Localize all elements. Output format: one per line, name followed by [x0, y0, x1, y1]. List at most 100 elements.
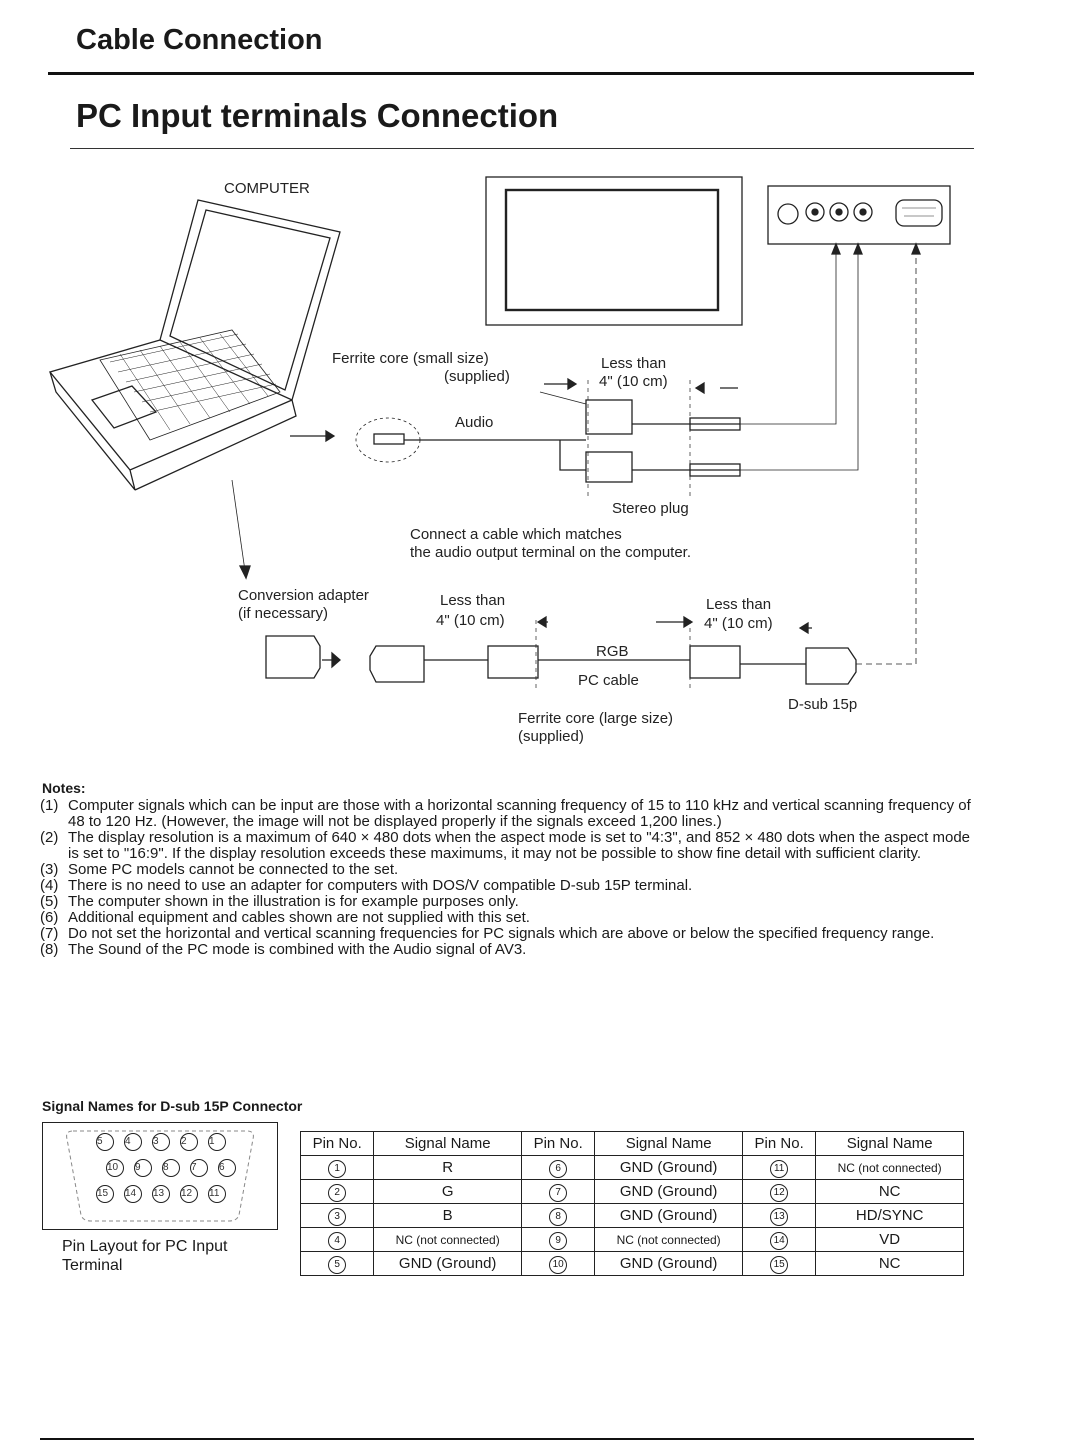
page-title: PC Input terminals Connection: [76, 97, 559, 134]
signal-name: NC: [815, 1251, 964, 1276]
note-text: Computer signals which can be input are …: [68, 797, 971, 830]
note-number: (3): [40, 861, 59, 878]
pin-number: 1: [328, 1159, 347, 1178]
signal-name: GND (Ground): [594, 1251, 743, 1276]
notes-title: Notes:: [42, 780, 86, 796]
pin-label: 11: [208, 1185, 226, 1203]
column-header: Signal Name: [815, 1131, 964, 1156]
adapter-note-label: (if necessary): [238, 605, 329, 622]
pin-number: 11: [770, 1159, 789, 1178]
note-item: (5) The computer shown in the illustratio…: [40, 894, 980, 910]
signal-name: GND (Ground): [594, 1203, 743, 1228]
less-than-label-left: Less than: [440, 592, 506, 609]
dsub-connector-icon: [66, 1130, 254, 1222]
signal-name: G: [373, 1179, 522, 1204]
adapter-label: Conversion adapter: [238, 587, 369, 604]
pin-number: 7: [549, 1183, 568, 1202]
pin-number: 14: [770, 1231, 789, 1250]
pin-number: 5: [328, 1255, 347, 1274]
signal-name: R: [373, 1155, 522, 1180]
terminal-panel: [767, 185, 951, 245]
note-text: The Sound of the PC mode is combined wit…: [68, 941, 527, 958]
ferrite-large-supplied-label: (supplied): [518, 728, 584, 745]
pin-layout-caption: Pin Layout for PC Input Terminal: [62, 1238, 228, 1274]
signal-name: HD/SYNC: [815, 1203, 964, 1228]
table-row: 4 NC (not connected) 9 NC (not connected…: [299, 1227, 964, 1252]
note-text: There is no need to use an adapter for c…: [68, 877, 693, 894]
signal-name: NC (not connected): [815, 1155, 964, 1180]
pin-number: 2: [328, 1183, 347, 1202]
dsub-label: D-sub 15p: [788, 696, 858, 713]
note-number: (1): [40, 797, 59, 814]
pin-label: 5: [96, 1133, 114, 1151]
table-row: 1 R 6 GND (Ground) 11 NC (not connected): [299, 1155, 964, 1180]
section-title: Cable Connection: [76, 24, 323, 56]
table-row: 5 GND (Ground) 10 GND (Ground) 15 NC: [299, 1251, 964, 1276]
pin-label: 15: [96, 1185, 114, 1203]
connect-note-line1: Connect a cable which matches: [410, 526, 622, 543]
note-number: (2): [40, 829, 59, 846]
note-item: (2) The display resolution is a maximum o…: [40, 830, 980, 862]
signal-name: B: [373, 1203, 522, 1228]
note-text: The display resolution is a maximum of 6…: [68, 829, 971, 862]
pin-label: 13: [152, 1185, 170, 1203]
table-row: 3 B 8 GND (Ground) 13 HD/SYNC: [299, 1203, 964, 1228]
pin-label: 4: [124, 1133, 142, 1151]
column-header: Signal Name: [373, 1131, 522, 1156]
signal-name: NC (not connected): [594, 1227, 743, 1252]
notes-list: (1) Computer signals which can be input a…: [40, 798, 980, 958]
signal-name: NC: [815, 1179, 964, 1204]
signal-name: GND (Ground): [594, 1179, 743, 1204]
distance-label-left: 4" (10 cm): [436, 612, 505, 629]
column-header: Pin No.: [741, 1131, 817, 1156]
pin-layout-box: [42, 1122, 278, 1230]
signal-name: GND (Ground): [594, 1155, 743, 1180]
signal-name: VD: [815, 1227, 964, 1252]
pin-number: 13: [770, 1207, 789, 1226]
ferrite-small-supplied-label: (supplied): [444, 368, 510, 385]
less-than-label-right: Less than: [706, 596, 772, 613]
column-header: Pin No.: [520, 1131, 596, 1156]
pin-label: 1: [208, 1133, 226, 1151]
table-header-row: Pin No. Signal Name Pin No. Signal Name …: [299, 1131, 964, 1156]
note-number: (4): [40, 877, 59, 894]
rgb-label: RGB: [596, 643, 629, 660]
pin-label: 12: [180, 1185, 198, 1203]
note-text: The computer shown in the illustration i…: [68, 893, 519, 910]
note-number: (8): [40, 941, 59, 958]
note-number: (6): [40, 909, 59, 926]
subtitle-rule: [70, 148, 974, 149]
distance-label-audio: 4" (10 cm): [599, 373, 668, 390]
pin-number: 12: [770, 1183, 789, 1202]
table-row: 2 G 7 GND (Ground) 12 NC: [299, 1179, 964, 1204]
signal-name: NC (not connected): [373, 1227, 522, 1252]
pin-label: 2: [180, 1133, 198, 1151]
pin-label: 8: [162, 1159, 180, 1177]
pin-label: 3: [152, 1133, 170, 1151]
pin-number: 4: [328, 1231, 347, 1250]
pin-label: 14: [124, 1185, 142, 1203]
pin-number: 15: [770, 1255, 789, 1274]
pin-layout-grid: 5 4 3 2 1 10 9 8 7 6 15 14 13 12 11: [82, 1133, 262, 1203]
pin-number: 6: [549, 1159, 568, 1178]
rgb-cable: [231, 242, 921, 690]
pin-number: 9: [549, 1231, 568, 1250]
distance-label-right: 4" (10 cm): [704, 615, 773, 632]
note-number: (5): [40, 893, 59, 910]
note-item: (1) Computer signals which can be input a…: [40, 798, 980, 830]
note-item: (6) Additional equipment and cables shown…: [40, 910, 980, 926]
title-rule: [48, 72, 974, 75]
ferrite-small-label: Ferrite core (small size): [332, 350, 489, 367]
laptop-illustration: [48, 199, 341, 491]
stereo-plug-label: Stereo plug: [612, 500, 689, 517]
signal-table-title: Signal Names for D-sub 15P Connector: [42, 1098, 303, 1114]
pc-cable-label: PC cable: [578, 672, 639, 689]
note-item: (4) There is no need to use an adapter fo…: [40, 878, 980, 894]
pin-label: 7: [190, 1159, 208, 1177]
less-than-label-audio: Less than: [601, 355, 667, 372]
connection-diagram: [48, 176, 951, 690]
pin-number: 10: [549, 1255, 568, 1274]
audio-label: Audio: [455, 414, 494, 431]
pin-label: 9: [134, 1159, 152, 1177]
note-text: Additional equipment and cables shown ar…: [68, 909, 530, 926]
